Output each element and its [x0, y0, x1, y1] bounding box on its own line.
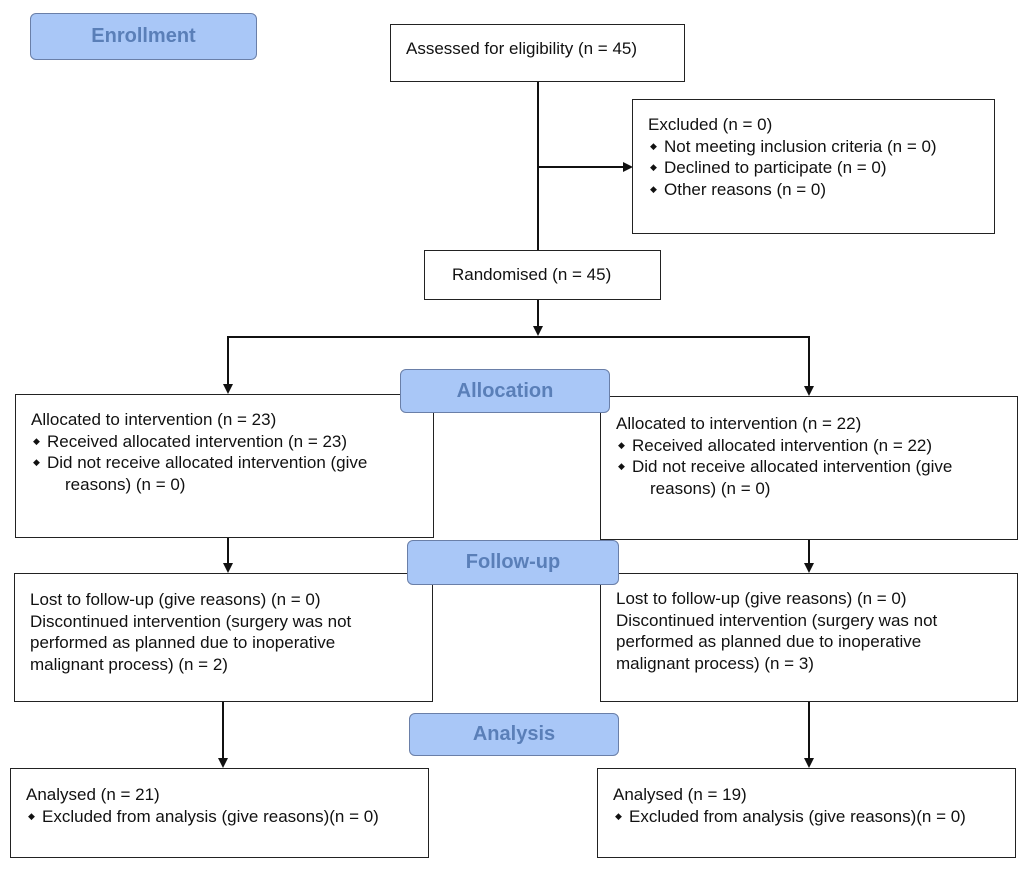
- left-followup-line: malignant process) (n = 2): [30, 654, 228, 674]
- right-allocation-received: Received allocated intervention (n = 22): [616, 435, 1017, 457]
- left-followup-box: Lost to follow-up (give reasons) (n = 0)…: [14, 573, 433, 702]
- stage-enrollment: Enrollment: [30, 13, 257, 60]
- connector-left-allocation: [227, 336, 229, 384]
- assessed-text: Assessed for eligibility (n = 45): [406, 39, 638, 58]
- connector-to-excluded: [538, 166, 623, 168]
- stage-analysis: Analysis: [409, 713, 619, 756]
- connector-randomised-down: [537, 300, 539, 326]
- arrow-right-allocation: [804, 386, 814, 396]
- left-followup-line: performed as planned due to inoperative: [30, 633, 336, 652]
- left-followup-line: Discontinued intervention (surgery was n…: [30, 611, 352, 631]
- right-allocation-not-received: Did not receive allocated intervention (…: [616, 456, 1017, 478]
- arrow-left-analysis: [218, 758, 228, 768]
- arrow-to-excluded: [623, 162, 633, 172]
- right-allocation-not-received-cont: reasons) (n = 0): [650, 478, 771, 498]
- connector-right-followup: [808, 540, 810, 563]
- left-allocation-box: Allocated to intervention (n = 23) Recei…: [15, 394, 434, 538]
- stage-follow-up: Follow-up: [407, 540, 619, 585]
- excluded-item: Other reasons (n = 0): [648, 179, 994, 201]
- right-followup-line: Lost to follow-up (give reasons) (n = 0): [616, 589, 907, 608]
- right-allocation-box: Allocated to intervention (n = 22) Recei…: [600, 396, 1018, 540]
- stage-allocation: Allocation: [400, 369, 610, 413]
- excluded-item: Declined to participate (n = 0): [648, 157, 994, 179]
- left-analysis-excluded: Excluded from analysis (give reasons)(n …: [26, 806, 428, 828]
- assessed-box: Assessed for eligibility (n = 45): [390, 24, 685, 82]
- arrow-to-split: [533, 326, 543, 336]
- arrow-left-allocation: [223, 384, 233, 394]
- right-analysis-box: Analysed (n = 19) Excluded from analysis…: [597, 768, 1016, 858]
- randomised-text: Randomised (n = 45): [452, 265, 612, 284]
- left-allocation-not-received-cont: reasons) (n = 0): [65, 474, 186, 494]
- right-followup-line: Discontinued intervention (surgery was n…: [616, 610, 938, 630]
- connector-right-analysis: [808, 702, 810, 758]
- left-analysis-box: Analysed (n = 21) Excluded from analysis…: [10, 768, 429, 858]
- arrow-left-followup: [223, 563, 233, 573]
- right-allocation-title: Allocated to intervention (n = 22): [616, 414, 862, 433]
- randomised-box: Randomised (n = 45): [424, 250, 661, 300]
- connector-left-followup: [227, 538, 229, 563]
- left-followup-line: Lost to follow-up (give reasons) (n = 0): [30, 590, 321, 609]
- excluded-item: Not meeting inclusion criteria (n = 0): [648, 136, 994, 158]
- excluded-title: Excluded (n = 0): [648, 115, 773, 134]
- right-followup-box: Lost to follow-up (give reasons) (n = 0)…: [600, 573, 1018, 702]
- connector-split: [227, 336, 810, 338]
- connector-right-allocation: [808, 336, 810, 386]
- right-analysis-excluded: Excluded from analysis (give reasons)(n …: [613, 806, 1015, 828]
- left-allocation-title: Allocated to intervention (n = 23): [31, 410, 277, 429]
- arrow-right-analysis: [804, 758, 814, 768]
- right-followup-line: performed as planned due to inoperative: [616, 632, 922, 651]
- left-analysis-title: Analysed (n = 21): [26, 785, 160, 804]
- right-followup-line: malignant process) (n = 3): [616, 653, 814, 673]
- left-allocation-not-received: Did not receive allocated intervention (…: [31, 452, 433, 474]
- left-allocation-received: Received allocated intervention (n = 23): [31, 431, 433, 453]
- excluded-box: Excluded (n = 0) Not meeting inclusion c…: [632, 99, 995, 234]
- right-analysis-title: Analysed (n = 19): [613, 785, 747, 804]
- connector-left-analysis: [222, 702, 224, 758]
- arrow-right-followup: [804, 563, 814, 573]
